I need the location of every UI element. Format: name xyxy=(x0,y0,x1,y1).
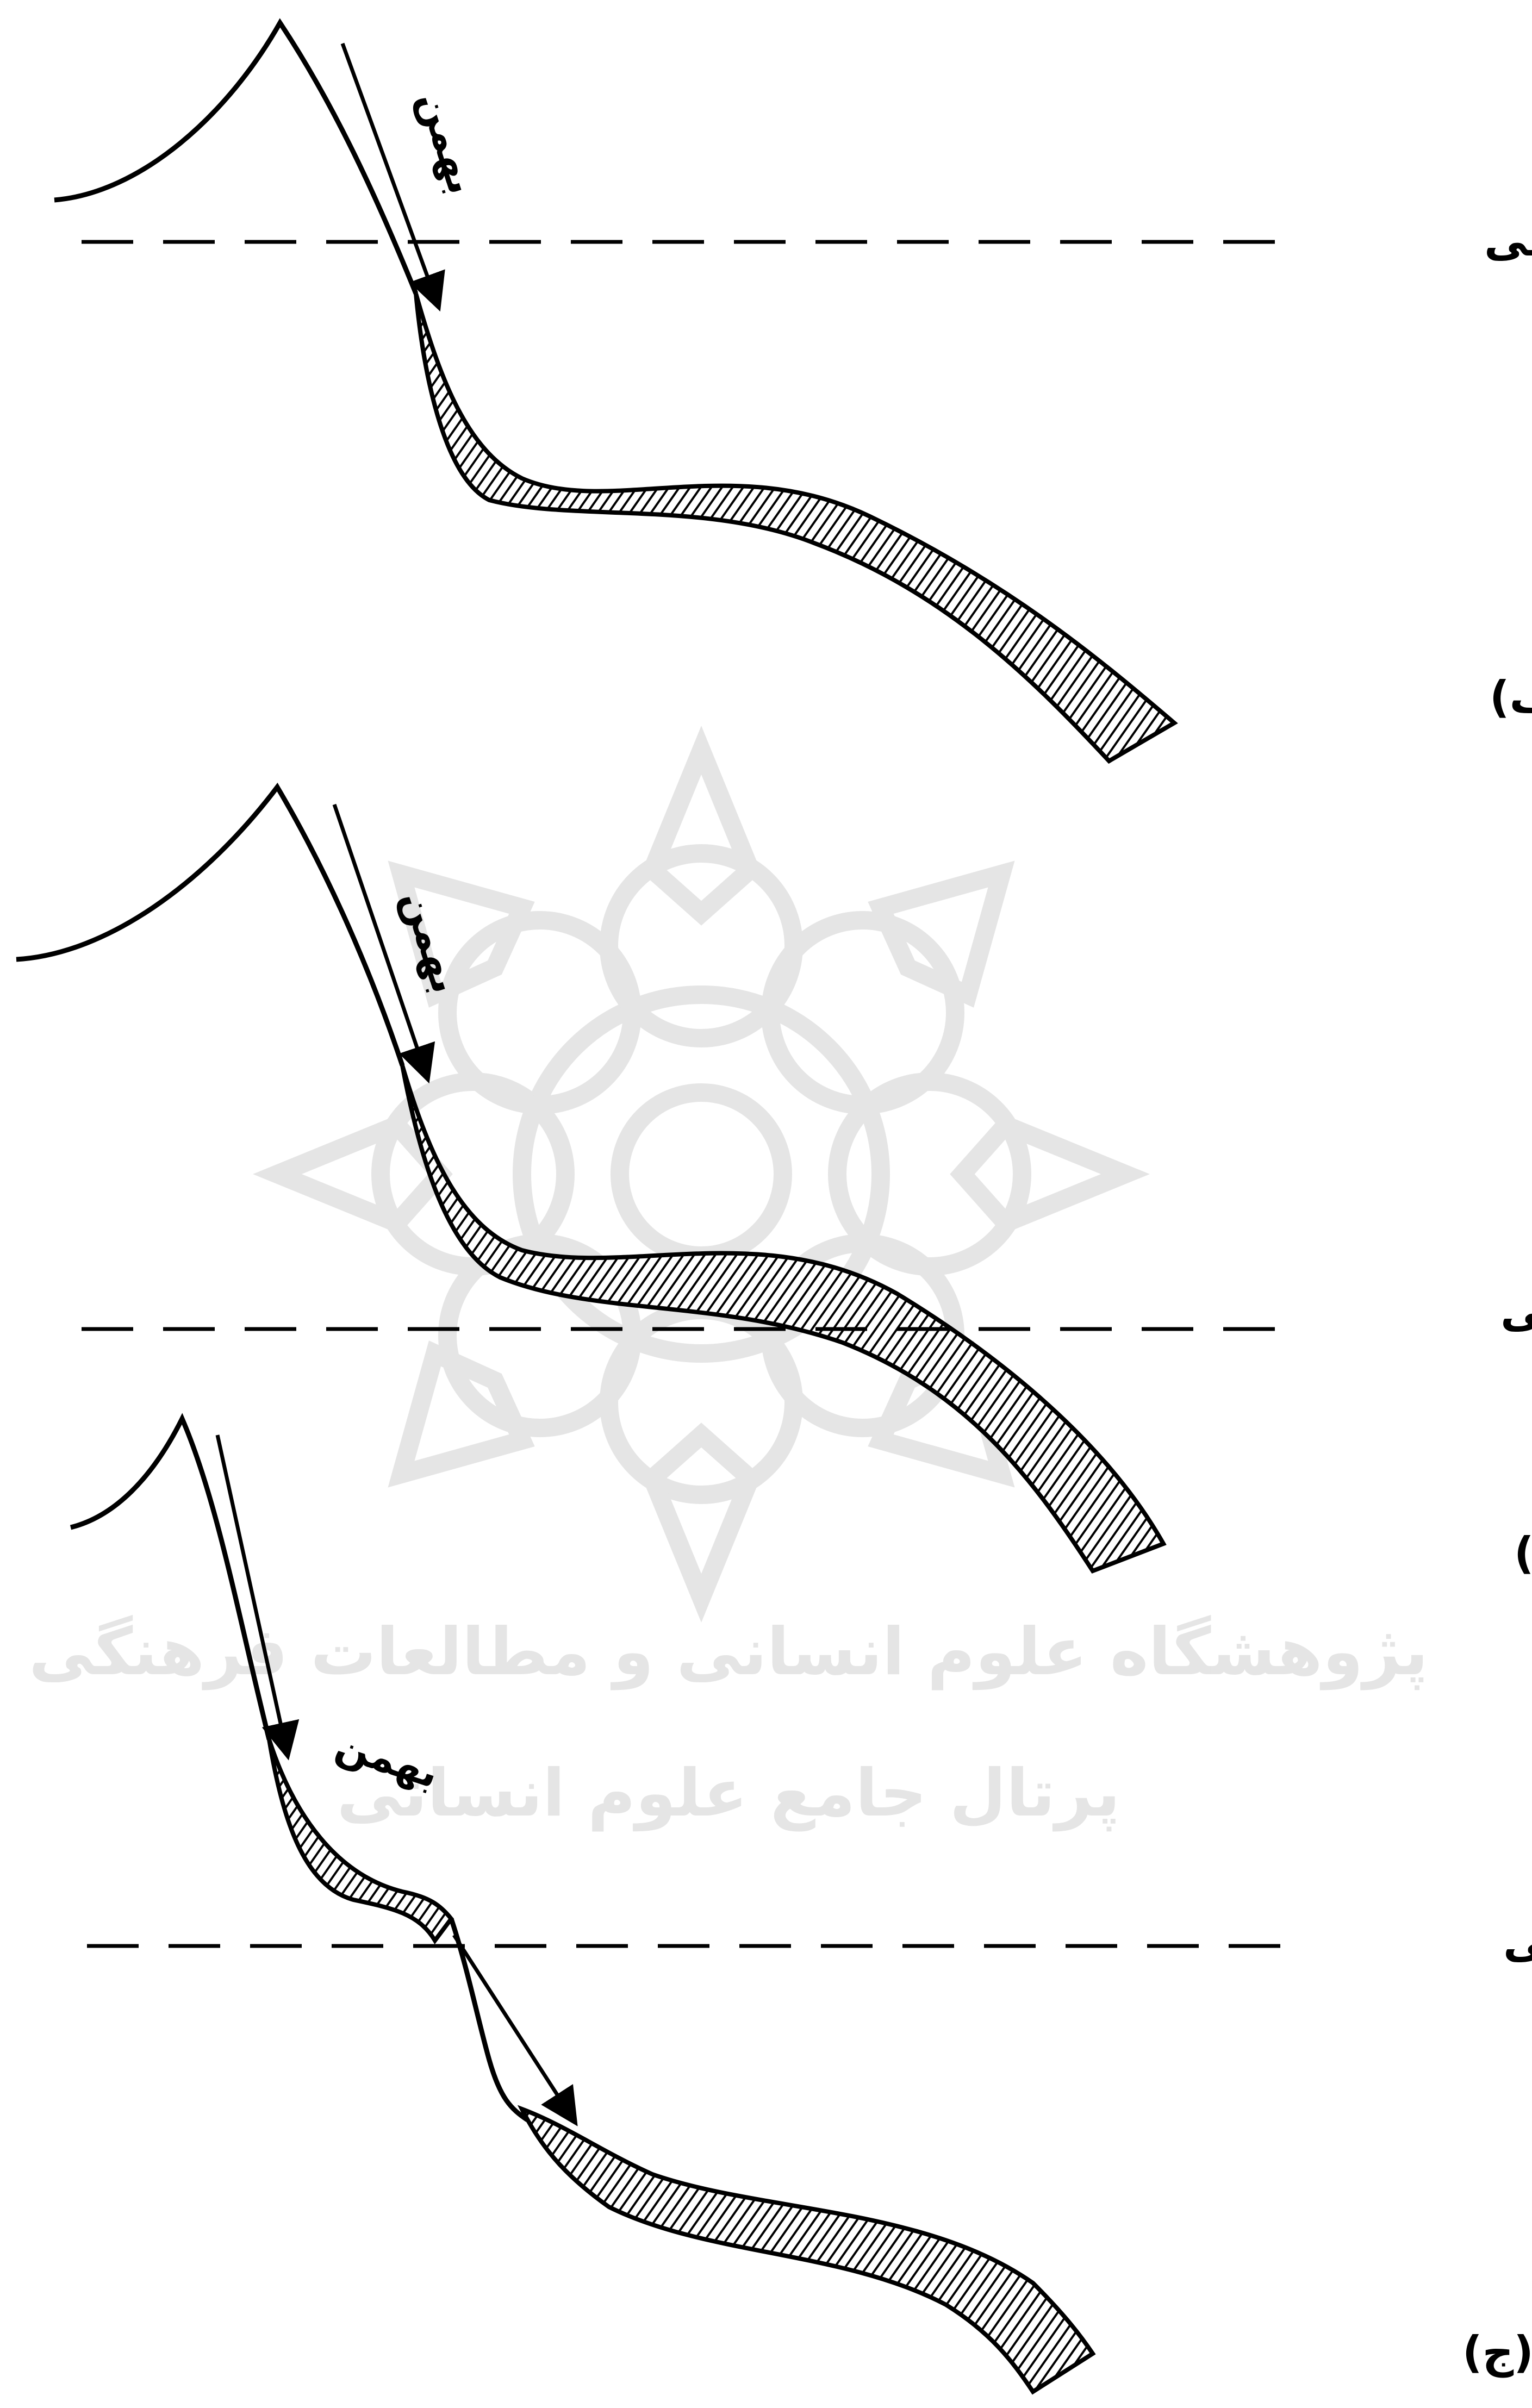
panel-caption: (ب) xyxy=(1514,1528,1532,1579)
lower-avalanche-arrow xyxy=(454,1935,574,2120)
lower-glacier-body xyxy=(522,2109,1093,2392)
avalanche-label: بهمن xyxy=(409,85,486,199)
panel-jim: بهمن حدبرفی (ج) xyxy=(71,1419,1532,2392)
glacier-body xyxy=(416,294,1174,761)
snowline-label: حدبرفی xyxy=(1500,1286,1532,1337)
watermark-line-2: پرتال جامع علوم انسانی xyxy=(337,1756,1120,1832)
watermark-line-1: پژوهشگاه علوم انسانی و مطالعات فرهنگی xyxy=(29,1614,1428,1690)
avalanche-label: بهمن xyxy=(393,884,470,999)
avalanche-arrow xyxy=(342,43,438,304)
panel-caption: (ج) xyxy=(1462,2327,1532,2378)
panel-caption: (الف) xyxy=(1490,672,1532,722)
upper-avalanche-arrow xyxy=(217,1435,287,1753)
mountain-profile xyxy=(71,1419,269,1739)
snowline-label: حدبرفی xyxy=(1484,215,1532,266)
panel-alef: بهمن حدبرفی (الف) xyxy=(54,23,1532,761)
snowline-label: حدبرفی xyxy=(1503,1917,1532,1968)
mountain-profile xyxy=(54,23,416,294)
